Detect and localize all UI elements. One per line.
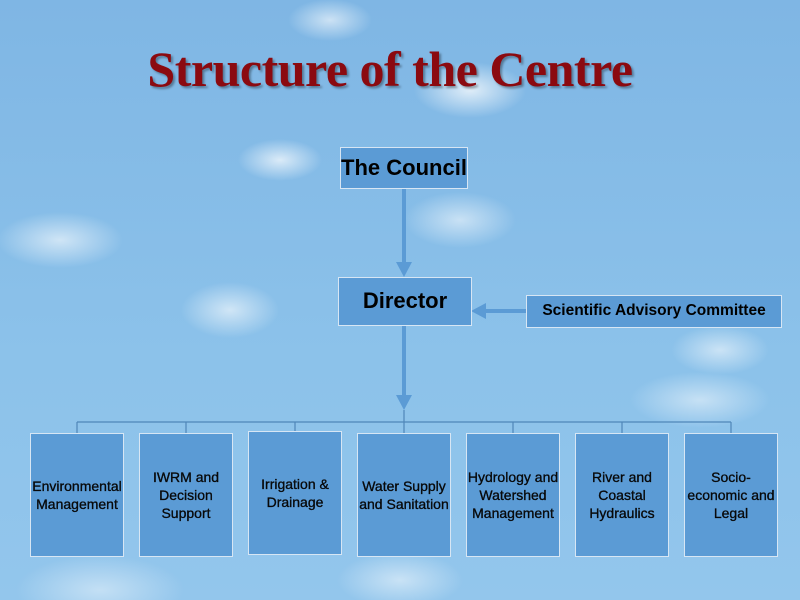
- unit-box-iwrm: IWRM and Decision Support: [139, 433, 233, 557]
- unit-label: IWRM and Decision Support: [152, 468, 220, 522]
- advisory-committee-box: Scientific Advisory Committee: [526, 295, 782, 328]
- unit-label: Environmental Management: [32, 477, 122, 512]
- unit-label: Water Supply and Sanitation: [359, 477, 449, 512]
- unit-label: Socio-economic and Legal: [687, 468, 775, 522]
- director-box: Director: [338, 277, 472, 326]
- unit-box-irrigation: Irrigation & Drainage: [248, 431, 342, 555]
- unit-box-environmental: Environmental Management: [30, 433, 124, 557]
- unit-label: Irrigation & Drainage: [261, 475, 329, 510]
- unit-box-hydrology: Hydrology and Watershed Management: [466, 433, 560, 557]
- director-label: Director: [362, 288, 448, 314]
- arrowhead-icon: [471, 303, 486, 319]
- advisory-label: Scientific Advisory Committee: [542, 302, 766, 320]
- arrowhead-icon: [396, 395, 412, 410]
- unit-label: River and Coastal Hydraulics: [589, 468, 655, 522]
- council-label: The Council: [341, 154, 467, 180]
- unit-branches: [76, 410, 732, 433]
- slide-title: Structure of the Centre: [147, 41, 633, 97]
- arrowhead-icon: [396, 262, 412, 277]
- council-box: The Council: [340, 147, 468, 189]
- unit-label: Hydrology and Watershed Management: [467, 468, 559, 522]
- unit-box-river-coastal: River and Coastal Hydraulics: [575, 433, 669, 557]
- unit-box-water-supply: Water Supply and Sanitation: [357, 433, 451, 557]
- unit-box-socio-economic: Socio-economic and Legal: [684, 433, 778, 557]
